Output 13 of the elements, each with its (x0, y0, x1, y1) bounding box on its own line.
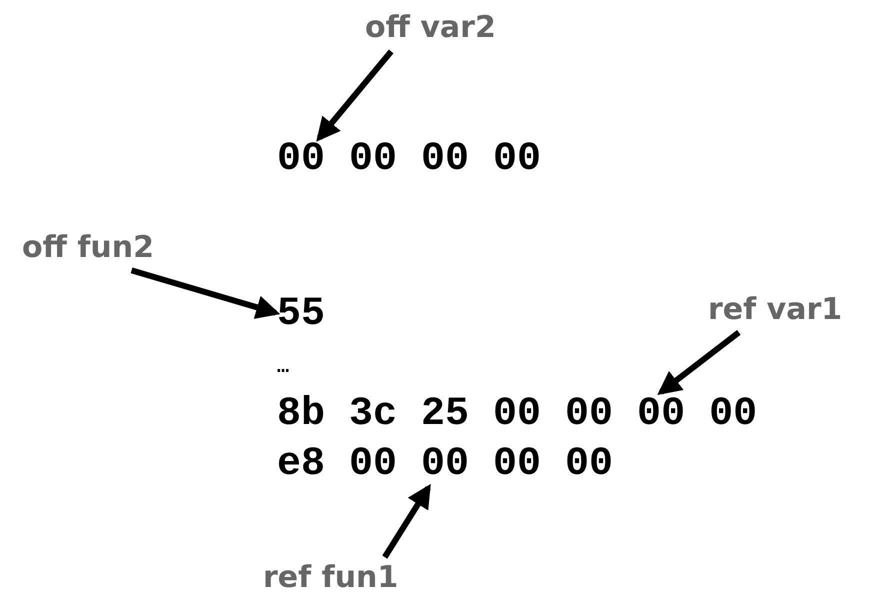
leader-arrow (657, 330, 741, 396)
hex-bytes: e8 00 00 00 00 (277, 443, 614, 487)
hex-bytes: 00 00 00 00 (277, 138, 542, 182)
leader-arrow (382, 484, 431, 559)
callout-label: ref var1 (708, 292, 842, 328)
ellipsis-text: … (277, 358, 290, 378)
leader-arrow (316, 49, 394, 142)
hex-bytes: 8b 3c 25 00 00 00 00 (277, 393, 758, 437)
hex-bytes: 55 (277, 293, 326, 337)
callout-label: off var2 (365, 10, 496, 46)
leader-arrow (130, 267, 280, 319)
callout-label: off fun2 (22, 230, 154, 266)
callout-label: ref fun1 (263, 560, 398, 596)
